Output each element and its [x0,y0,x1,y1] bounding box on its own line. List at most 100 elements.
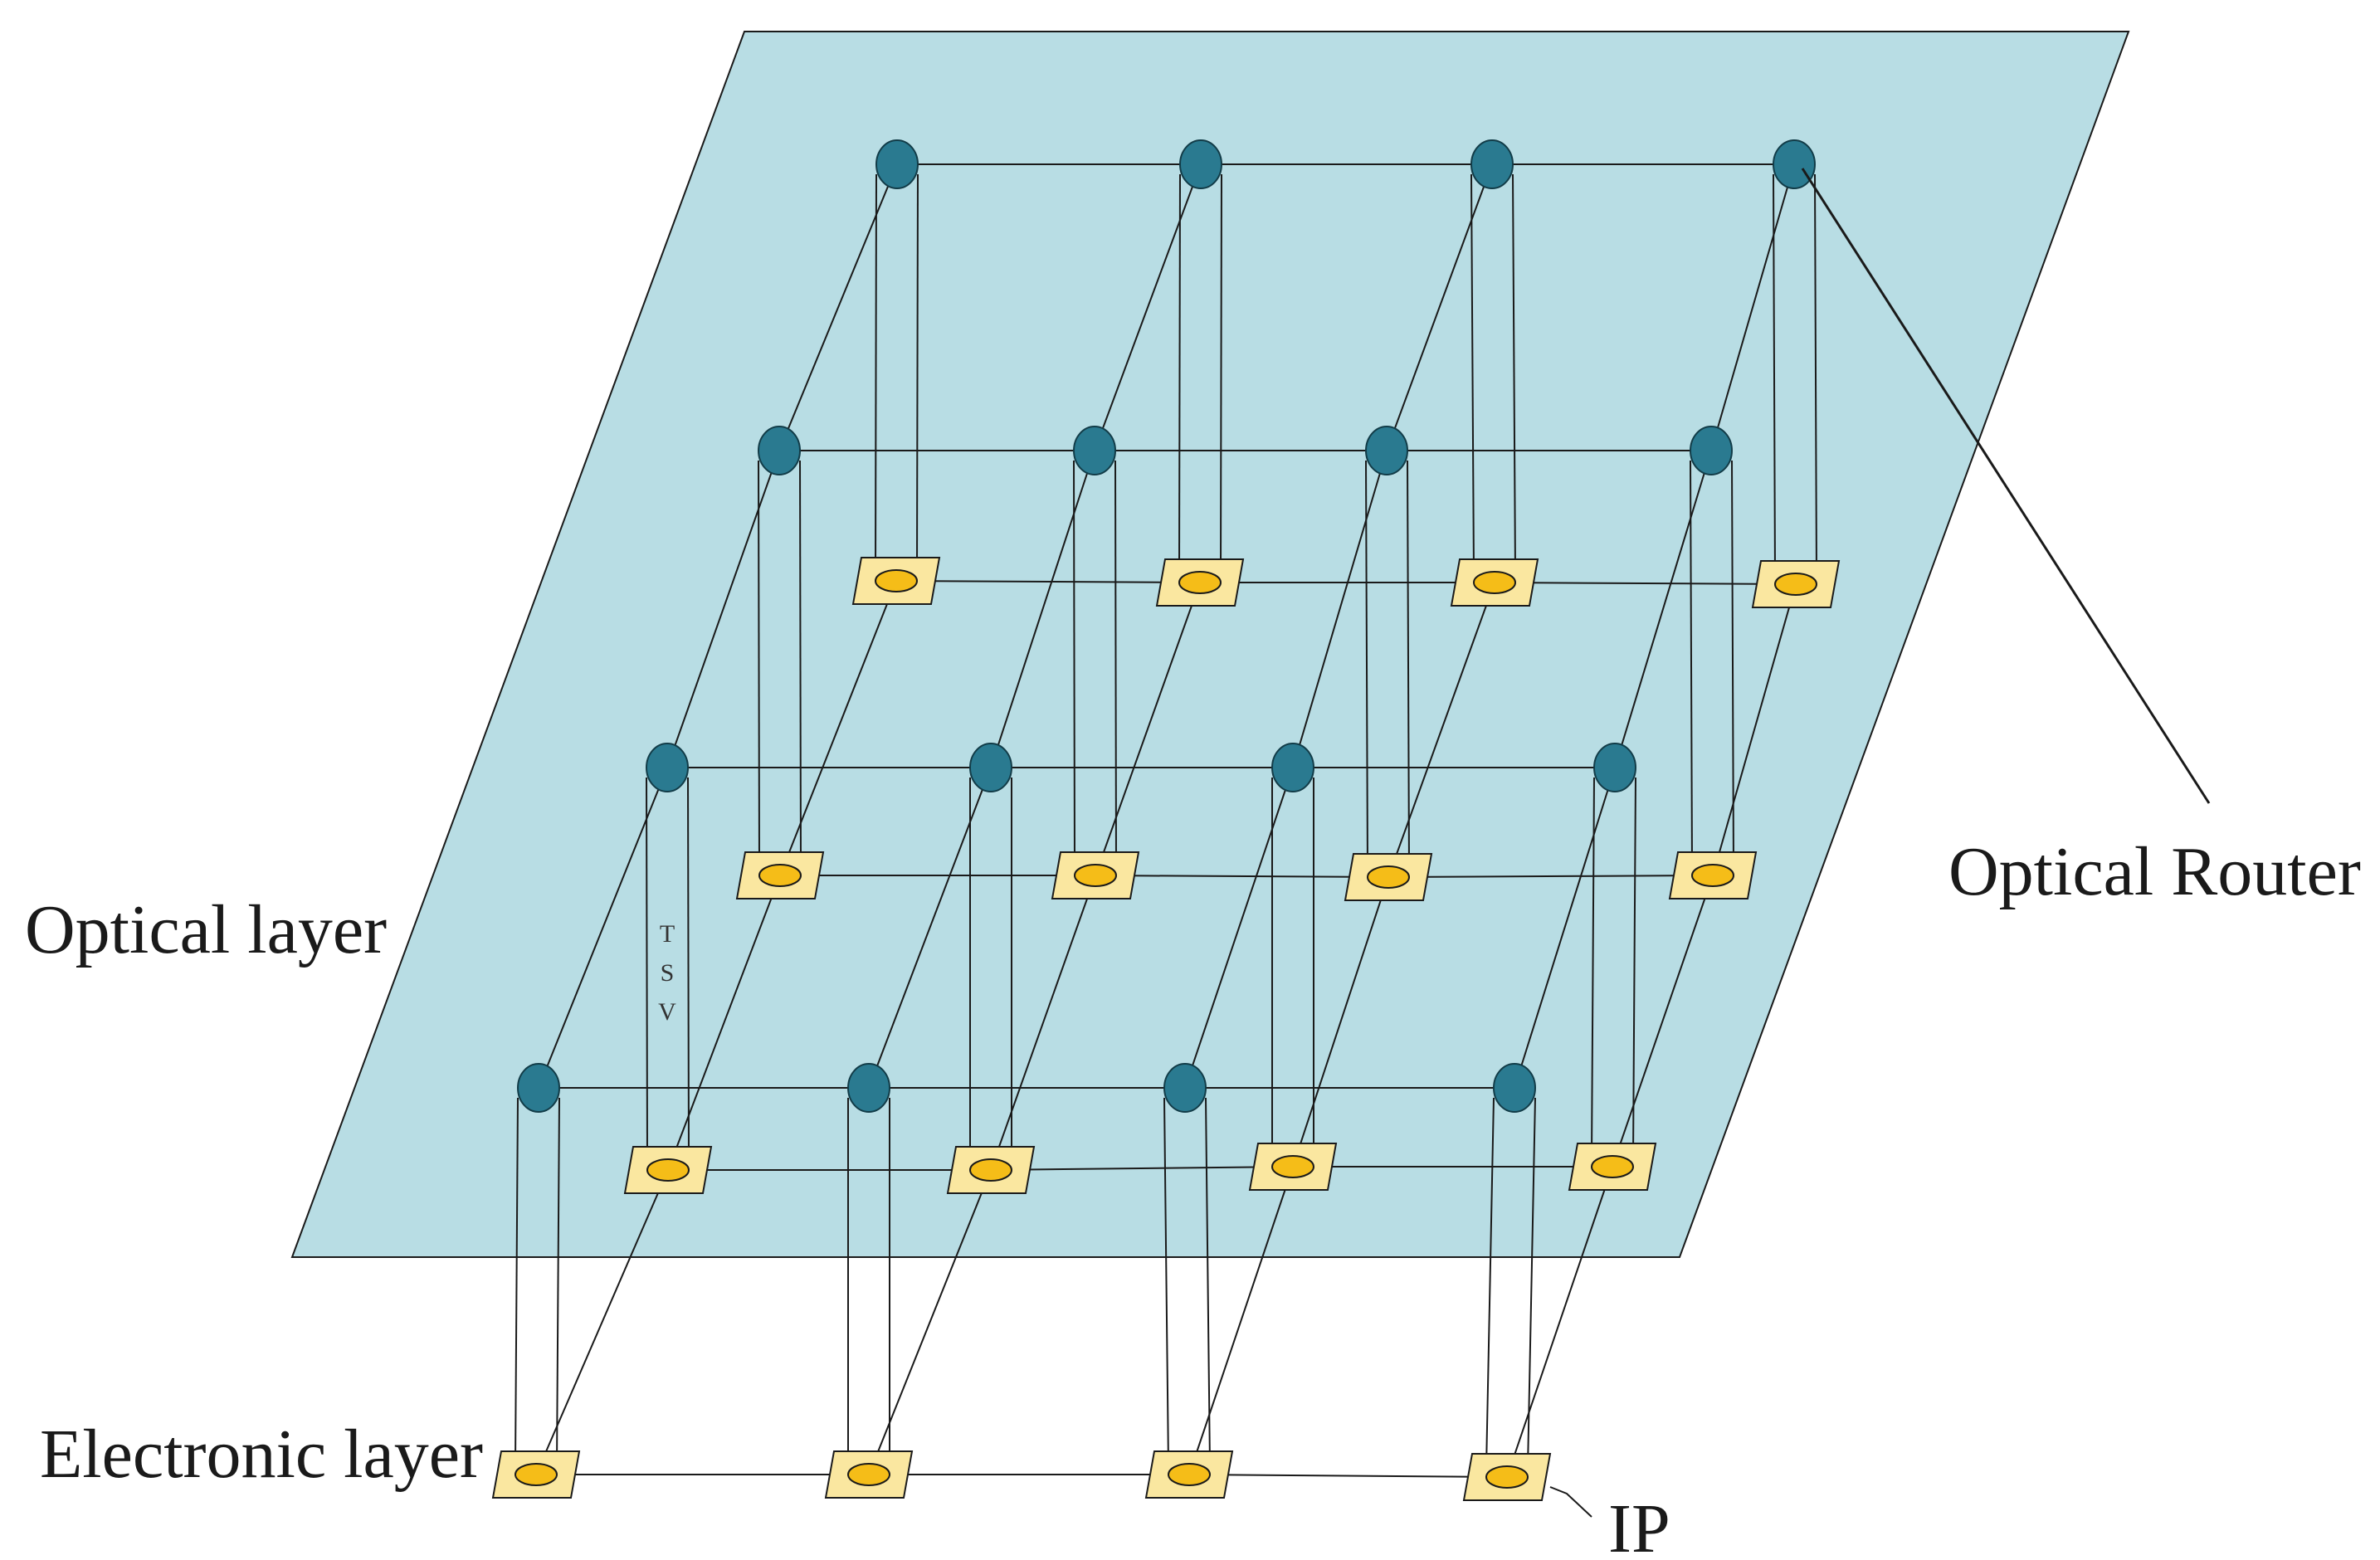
ip-node [1668,851,1758,899]
optical-router-node [969,743,1012,792]
ip-core [1691,864,1734,887]
ip-core [1591,1155,1634,1178]
router-link-depth [1094,163,1202,451]
tsv-line [1365,460,1368,870]
ip-link-horizontal [1494,582,1797,585]
ip-link-depth [667,875,781,1171]
ip-node [851,557,941,605]
electronic-layer-label: Electronic layer [40,1416,483,1493]
tsv-line [1073,460,1075,868]
tsv-line [1485,1097,1495,1470]
tsv-line [1512,173,1516,575]
ip-core [1178,571,1222,594]
tsv-line [758,460,760,868]
router-link-depth [1184,767,1294,1089]
ip-link-depth [1188,1166,1294,1475]
ip-leader-line [1549,1486,1592,1518]
ip-node [1568,1143,1657,1191]
optical-router-node [1179,139,1222,189]
ip-link-depth [779,580,897,876]
tsv-line [1591,777,1595,1159]
ip-core [1485,1465,1529,1489]
ip-node [1155,558,1245,607]
ip-link-depth [1388,582,1495,878]
tsv-line [875,173,877,573]
ip-node [1751,560,1841,608]
ip-link-horizontal [1388,875,1714,878]
ip-core [646,1158,690,1182]
optical-router-node [1493,1063,1536,1113]
tsv-line [646,777,648,1163]
ip-node [623,1146,713,1194]
ip-core [1168,1463,1211,1486]
ip-node-electronic [824,1450,914,1499]
ip-core [1074,864,1117,887]
router-link-depth [868,767,992,1089]
optical-layer-label: Optical layer [25,891,387,968]
optical-router-node [1163,1063,1207,1113]
tsv-line [916,173,919,573]
tsv-line [1163,1097,1169,1467]
optical-layer-plane [290,31,2130,1258]
ip-core [969,1158,1012,1182]
optical-router-node [1365,426,1408,475]
tsv-line [1773,173,1776,577]
tsv-line [1205,1097,1211,1467]
tsv-line [1220,173,1222,575]
optical-router-node [1690,426,1733,475]
tsv-label: T S V [658,920,676,1026]
tsv-line [687,777,690,1163]
nodes [491,139,1841,1501]
ip-core [1271,1155,1314,1178]
ip-link-depth [1292,876,1389,1168]
ip-link-depth [868,1169,992,1475]
ip-core [875,569,918,592]
optical-router-node [1593,743,1636,792]
ip-node [946,1146,1036,1194]
router-link-depth [990,450,1095,768]
ip-link-horizontal [990,1166,1294,1171]
tsv-line [1814,173,1817,577]
ip-node-electronic [1144,1450,1234,1499]
ip-core [1473,571,1516,594]
optical-router-label: Optical Router [1948,833,2361,910]
tsv-line [1114,460,1117,868]
router-link-depth [1514,767,1616,1089]
ip-link-depth [1506,1166,1613,1478]
router-link-depth [1614,450,1712,768]
ip-node [735,851,825,899]
tsv-line [515,1097,519,1467]
router-link-depth [778,163,898,451]
ip-core [1367,865,1410,889]
optical-router-node [1470,139,1514,189]
optical-router-node [646,743,689,792]
router-link-depth [1292,450,1388,768]
tsv-line [1470,173,1475,575]
ip-link-horizontal [1188,1474,1508,1478]
ip-link-depth [535,1169,669,1475]
ip-link-depth [1095,582,1201,876]
optical-router-node [1073,426,1116,475]
ip-core [1774,573,1817,596]
ip-link-depth [990,875,1096,1171]
ip-link-horizontal [895,580,1201,583]
ip-link-depth [1712,583,1797,876]
router-link-depth [1710,163,1795,451]
ip-core [847,1463,890,1486]
ip-node [1051,851,1140,899]
tsv-line [556,1097,560,1467]
tsv-line [1690,460,1693,868]
ip-node-electronic [1462,1453,1552,1501]
connections [515,163,1817,1478]
tsv-letter-t: T [660,920,675,948]
router-link-depth [666,450,780,768]
router-link-depth [538,767,668,1089]
tsv-line [1632,777,1636,1159]
tsv-line [1407,460,1410,870]
ip-node [1248,1143,1338,1191]
ip-label: IP [1608,1490,1670,1560]
tsv-line [799,460,802,868]
ip-node-electronic [491,1450,581,1499]
ip-node [1450,558,1539,607]
